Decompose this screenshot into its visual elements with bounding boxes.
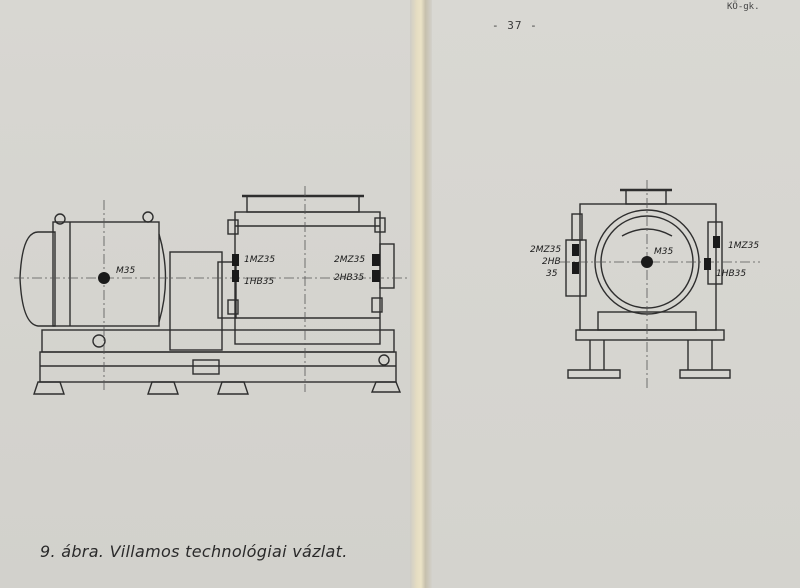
coupling-housing (169, 251, 223, 351)
latch-bottom-right (371, 297, 383, 313)
front-left-clamp (571, 213, 583, 241)
foot-3 (217, 381, 249, 395)
front-right-label-1hb35: 1HB35 (716, 269, 746, 279)
corner-mark: KÖ-gk. (727, 2, 760, 12)
base-bolt-left (92, 334, 106, 348)
switch-2hb35-symbol (372, 270, 380, 282)
motor-center-marker (98, 272, 110, 284)
front-switch-2mz35-symbol (572, 244, 579, 256)
coupling-flange (217, 261, 237, 319)
front-base-frame (575, 329, 725, 341)
page-number: - 37 - (492, 19, 538, 32)
front-hopper (625, 189, 667, 205)
right-page (418, 0, 800, 588)
motor-lifting-eye-left (54, 213, 66, 225)
front-right-label-1mz35: 1MZ35 (728, 241, 759, 251)
front-left-label-2hb: 2HB (542, 257, 561, 267)
front-view-drawing: M35 2MZ35 2HB 35 1MZ35 1HB35 (530, 180, 760, 390)
front-foot-right (679, 369, 731, 379)
latch-top-right (374, 217, 386, 233)
side-switch-1mz35-label: 1MZ35 (244, 255, 275, 265)
figure-caption: 9. ábra. Villamos technológiai vázlat. (40, 542, 348, 561)
front-left-label-35: 35 (546, 269, 558, 279)
motor-end-bell (19, 231, 56, 327)
motor-lifting-eye-right (142, 211, 154, 223)
side-switch-2mz35-label: 2MZ35 (334, 255, 365, 265)
front-foot-left (567, 369, 621, 379)
front-switch-2hb35-symbol (572, 262, 579, 274)
side-motor-label: M35 (116, 266, 135, 276)
foot-4 (370, 381, 402, 393)
latch-top-left (227, 219, 239, 235)
switch-1hb35-symbol (232, 270, 239, 282)
motor-body (52, 221, 160, 327)
front-motor-label: M35 (654, 247, 673, 257)
front-switch-1hb35-symbol (704, 258, 711, 270)
base-frame (39, 351, 397, 383)
foot-2 (147, 381, 179, 395)
foot-1 (33, 381, 65, 395)
switch-1mz35-symbol (232, 254, 239, 266)
side-view-drawing: M35 1MZ35 1HB35 2MZ35 2HB35 (14, 186, 410, 395)
side-switch-2hb35-label: 2HB35 (334, 273, 364, 283)
front-motor-center-marker (641, 256, 653, 268)
base-plate (192, 359, 220, 375)
front-switch-1mz35-symbol (713, 236, 720, 248)
base-bolt-right (378, 354, 390, 366)
side-switch-1hb35-label: 1HB35 (244, 277, 274, 287)
latch-bottom-left (227, 299, 239, 315)
switch-2mz35-symbol (372, 254, 380, 266)
book-gutter (410, 0, 432, 588)
front-left-label-2mz35: 2MZ35 (530, 245, 561, 255)
front-right-switch-box (707, 221, 723, 285)
